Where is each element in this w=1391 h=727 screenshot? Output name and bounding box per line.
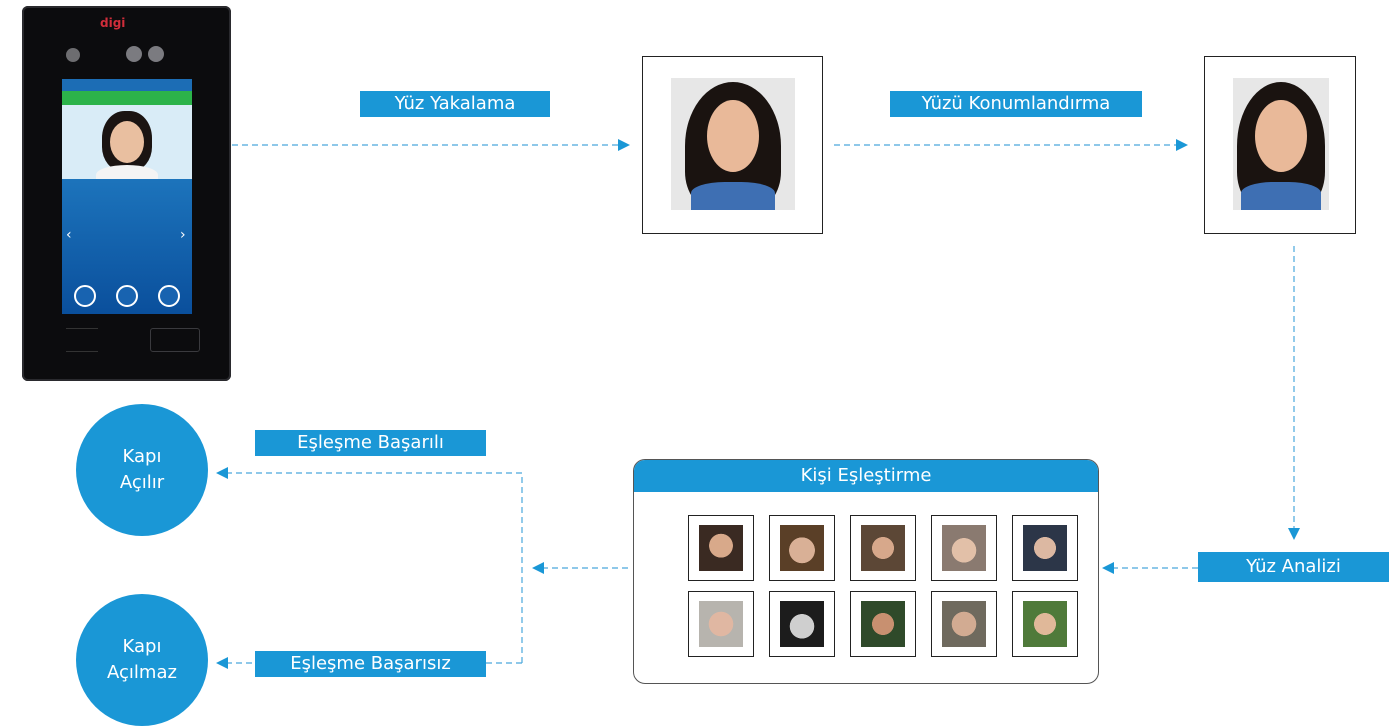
door-stays-closed-node: Kapı Açılmaz <box>76 594 208 726</box>
step-label-locate: Yüzü Konumlandırma <box>890 91 1142 117</box>
match-fail-label: Eşleşme Başarısız <box>255 651 486 677</box>
screen-status-bar <box>62 79 192 91</box>
candidate-face-thumb <box>931 591 997 657</box>
step-label-analysis: Yüz Analizi <box>1198 552 1389 582</box>
camera-icon <box>66 48 80 62</box>
door-closed-line2: Açılmaz <box>107 662 177 683</box>
device-screen: ‹ › <box>62 79 192 314</box>
candidate-face-thumb <box>688 591 754 657</box>
candidate-face-thumb <box>1012 515 1078 581</box>
candidate-face-thumb <box>850 515 916 581</box>
screen-body <box>96 165 158 179</box>
located-face-skin <box>1255 100 1307 172</box>
step-label-capture: Yüz Yakalama <box>360 91 550 117</box>
screen-arrow-right-icon: › <box>180 227 186 243</box>
screen-arrow-left-icon: ‹ <box>66 227 72 243</box>
unlock-icon <box>116 285 138 307</box>
match-success-label: Eşleşme Başarılı <box>255 430 486 456</box>
captured-face-shirt <box>691 182 775 210</box>
door-closed-line1: Kapı <box>122 636 162 657</box>
speaker-grille <box>66 328 98 352</box>
screen-green-bar <box>62 91 192 105</box>
candidate-face-thumb <box>1012 591 1078 657</box>
located-face-image <box>1233 78 1329 210</box>
intercom-device: digi ‹ › <box>22 6 231 381</box>
card-icon <box>158 285 180 307</box>
candidate-face-thumb <box>769 515 835 581</box>
device-logo: digi <box>100 16 126 30</box>
candidate-face-thumb <box>769 591 835 657</box>
door-opens-line2: Açılır <box>119 472 165 493</box>
captured-face-skin <box>707 100 759 172</box>
captured-face-frame <box>642 56 823 234</box>
captured-face-image <box>671 78 795 210</box>
matching-panel-header: Kişi Eşleştirme <box>634 460 1098 492</box>
candidate-face-thumb <box>850 591 916 657</box>
door-opens-line1: Kapı <box>122 446 162 467</box>
sensor-icon <box>148 46 164 62</box>
located-face-frame <box>1204 56 1356 234</box>
call-icon <box>74 285 96 307</box>
card-reader-icon <box>150 328 200 352</box>
candidate-face-thumb <box>688 515 754 581</box>
candidate-face-thumb <box>931 515 997 581</box>
screen-camera-view <box>62 105 192 179</box>
arrow-decision-to-open <box>216 467 523 663</box>
door-opens-node: Kapı Açılır <box>76 404 208 536</box>
camera-lens-icon <box>126 46 142 62</box>
screen-face <box>110 121 144 163</box>
located-face-shirt <box>1241 182 1321 210</box>
